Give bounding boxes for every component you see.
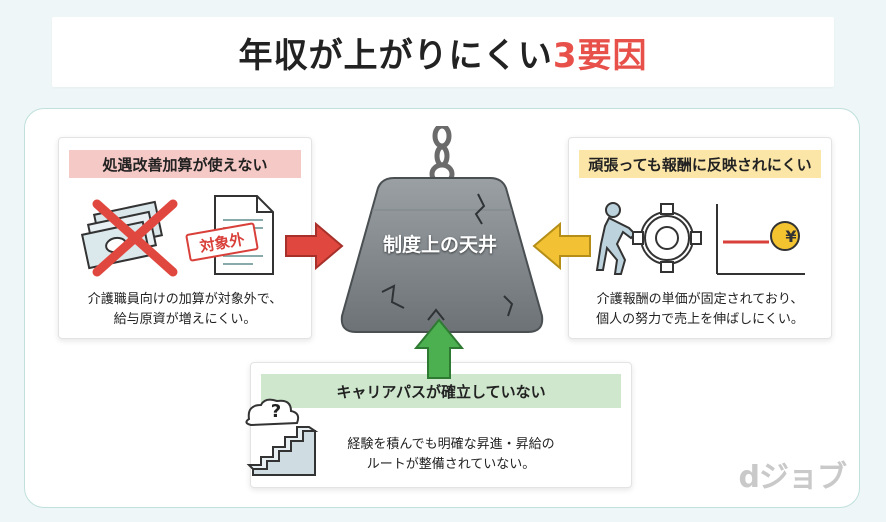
card-right-body: 介護報酬の単価が固定されており、 個人の努力で売上を伸ばしにくい。: [596, 292, 804, 327]
center-label: 制度上の天井: [382, 234, 497, 256]
flat-line-chart-icon: [716, 204, 805, 275]
arrow-right-red: [285, 222, 344, 270]
card-bottom: キャリアパスが確立していない ? 経験を積んでも明確な昇進・昇給の ルートが整備…: [245, 362, 632, 488]
card-left-body: 介護職員向けの加算が対象外で、 給与原資が増えにくい。: [87, 292, 283, 327]
card-bottom-heading: キャリアパスが確立していない: [261, 374, 621, 408]
card-right: 頑張っても報酬に反映されにくい ¥ 介護報酬の単価が固定されており、 個人の努力…: [568, 137, 832, 339]
person-pushing-gear-icon: [595, 202, 702, 275]
card-left-heading: 処遇改善加算が使えない: [69, 150, 301, 178]
question-mark: ?: [270, 401, 282, 422]
card-left: 処遇改善加算が使えない 対象外 介護職員向けの加算が対象外で、 給与原資が増えに…: [58, 137, 312, 339]
arrow-left-yellow: [532, 222, 591, 270]
title-main: 年収が上がりにくい: [238, 35, 553, 76]
card-right-heading: 頑張っても報酬に反映されにくい: [579, 150, 821, 178]
title-accent: 3要因: [552, 35, 648, 76]
stone-weight-icon: [340, 177, 544, 333]
arrow-up-green: [414, 318, 464, 379]
cancelled-money-icon: [80, 199, 178, 277]
card-bottom-body: 経験を積んでも明確な昇進・昇給の ルートが整備されていない。: [347, 437, 555, 472]
yen-coin-label: ¥: [785, 227, 797, 246]
cloud-stairs-icon: [245, 398, 319, 476]
djob-logo: dジョブ: [738, 460, 847, 495]
